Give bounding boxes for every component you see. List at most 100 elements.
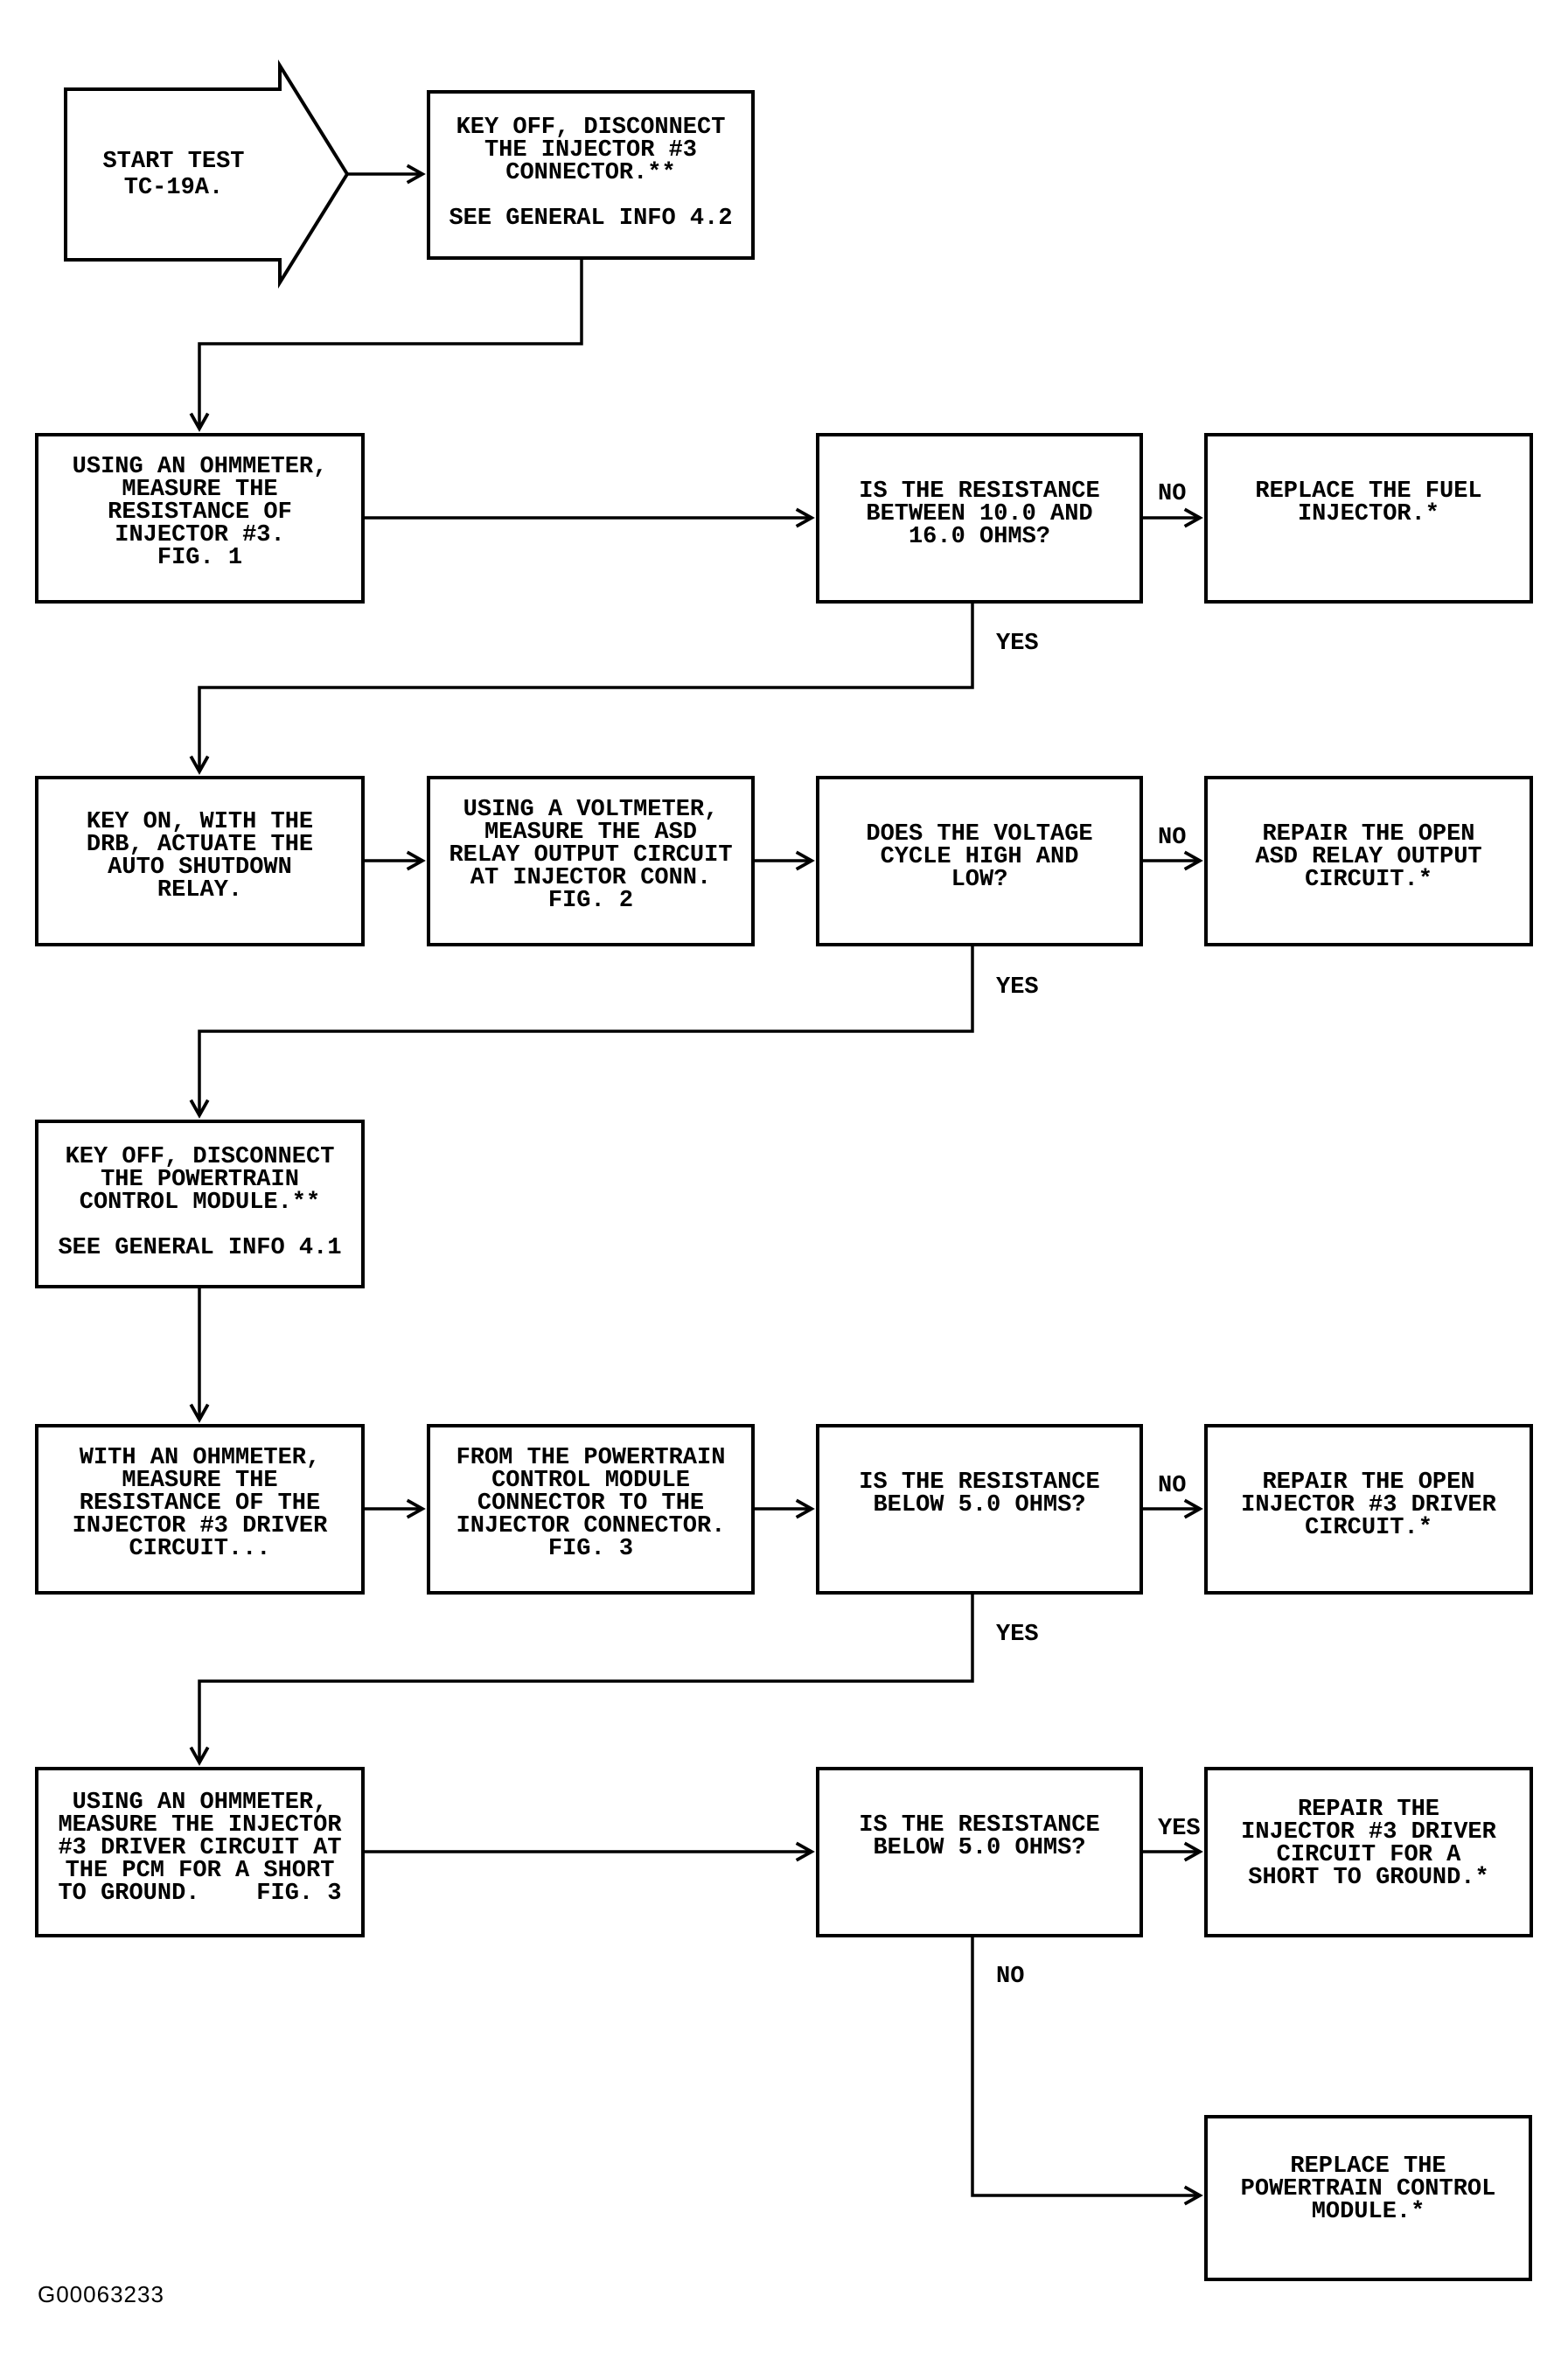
text-line: KEY OFF, DISCONNECT xyxy=(65,1144,335,1170)
text-line: FIG. 3 xyxy=(547,1536,634,1562)
text-line: DRB, ACTUATE THE xyxy=(86,832,314,858)
text-line: MEASURE THE INJECTOR xyxy=(58,1812,342,1839)
text-line: MEASURE THE ASD xyxy=(484,820,698,846)
text-line: TO GROUND. FIG. 3 xyxy=(58,1881,342,1907)
text-line: #3 DRIVER CIRCUIT AT xyxy=(58,1835,342,1861)
edge-label-yes-4: YES xyxy=(1156,1816,1202,1842)
text-line: BELOW 5.0 OHMS? xyxy=(873,1492,1086,1518)
text-line: FIG. 1 xyxy=(157,545,243,571)
text-line: FROM THE POWERTRAIN xyxy=(456,1445,726,1471)
text-line: RESISTANCE OF THE xyxy=(79,1490,321,1517)
text-line: BETWEEN 10.0 AND xyxy=(866,501,1093,527)
node-ohmmeter-short-to-ground: USING AN OHMMETER,MEASURE THE INJECTOR#3… xyxy=(35,1767,365,1937)
text-line: RELAY OUTPUT CIRCUIT xyxy=(449,842,733,869)
text-line: INJECTOR #3. xyxy=(115,522,285,548)
text-line: CIRCUIT.* xyxy=(1305,867,1432,893)
text-line: SEE GENERAL INFO 4.1 xyxy=(58,1235,342,1261)
text-line: DOES THE VOLTAGE xyxy=(866,821,1093,848)
text-line: INJECTOR #3 DRIVER xyxy=(1241,1492,1496,1518)
text-line xyxy=(430,185,751,207)
edge-label-no-3: NO xyxy=(1156,1473,1188,1499)
edge-keyoff-to-measure xyxy=(189,260,583,432)
text-line: IS THE RESISTANCE xyxy=(859,478,1100,505)
text-line: KEY OFF, DISCONNECT xyxy=(456,115,726,141)
text-line: 16.0 OHMS? xyxy=(908,524,1051,550)
text-line: CYCLE HIGH AND xyxy=(880,844,1079,870)
edge-decision1-yes xyxy=(189,604,974,775)
edge-label-yes-3: YES xyxy=(994,1622,1041,1648)
text-line: REPLACE THE xyxy=(1290,2153,1446,2180)
text-line: USING AN OHMMETER, xyxy=(72,454,328,480)
text-line: MODULE.* xyxy=(1311,2199,1425,2225)
text-line: FIG. 2 xyxy=(547,888,634,914)
text-line: CONNECTOR TO THE xyxy=(477,1490,705,1517)
text-line: RELAY. xyxy=(157,877,243,904)
text-line: USING A VOLTMETER, xyxy=(463,797,719,823)
text-line: INJECTOR #3 DRIVER xyxy=(1241,1819,1496,1846)
text-line: MEASURE THE xyxy=(122,477,278,503)
figure-code: G00063233 xyxy=(38,2281,164,2307)
text-line: POWERTRAIN CONTROL xyxy=(1240,2176,1496,2202)
text-line: REPAIR THE xyxy=(1297,1797,1440,1823)
text-line: REPAIR THE OPEN xyxy=(1262,821,1475,848)
text-line: INJECTOR.* xyxy=(1297,501,1440,527)
text-line: AT INJECTOR CONN. xyxy=(470,865,712,891)
text-line: KEY ON, WITH THE xyxy=(86,809,314,835)
text-line: USING AN OHMMETER, xyxy=(72,1790,328,1816)
text-line: SHORT TO GROUND.* xyxy=(1248,1865,1489,1891)
text-line: RESISTANCE OF xyxy=(108,499,292,526)
edge-label-yes-1: YES xyxy=(994,631,1041,657)
edge-label-no-1: NO xyxy=(1156,481,1188,507)
text-line: CIRCUIT.* xyxy=(1305,1515,1432,1541)
text-line: THE POWERTRAIN xyxy=(101,1167,299,1193)
text-line: WITH AN OHMMETER, xyxy=(79,1445,321,1471)
text-line: REPAIR THE OPEN xyxy=(1262,1469,1475,1496)
text-line: LOW? xyxy=(951,867,1008,893)
edge-decision4-no xyxy=(971,1937,1203,2206)
text-line: CIRCUIT... xyxy=(129,1536,271,1562)
text-line: TC-19A. xyxy=(123,174,224,201)
text-line: AUTO SHUTDOWN xyxy=(108,855,292,881)
edge-label-no-2: NO xyxy=(1156,825,1188,851)
text-line: MEASURE THE xyxy=(122,1468,278,1494)
text-line: CONNECTOR.** xyxy=(505,160,676,186)
text-line: CIRCUIT FOR A xyxy=(1276,1842,1461,1868)
text-line: INJECTOR #3 DRIVER xyxy=(72,1513,328,1539)
edge-label-no-4: NO xyxy=(994,1964,1027,1990)
text-line: IS THE RESISTANCE xyxy=(859,1812,1100,1839)
text-line: CONTROL MODULE xyxy=(491,1468,690,1494)
text-line: THE INJECTOR #3 xyxy=(484,137,698,164)
edge-decision3-yes xyxy=(189,1595,974,1766)
text-line: BELOW 5.0 OHMS? xyxy=(873,1835,1086,1861)
edge-label-yes-2: YES xyxy=(994,974,1041,1001)
text-line: CONTROL MODULE.** xyxy=(79,1190,321,1216)
text-line: IS THE RESISTANCE xyxy=(859,1469,1100,1496)
text-line: ASD RELAY OUTPUT xyxy=(1255,844,1482,870)
text-line: THE PCM FOR A SHORT xyxy=(65,1858,335,1884)
text-line: START TEST xyxy=(102,148,245,175)
start-arrow-shape xyxy=(64,59,350,290)
text-line: REPLACE THE FUEL xyxy=(1255,478,1482,505)
text-line xyxy=(38,1214,361,1237)
text-line: SEE GENERAL INFO 4.2 xyxy=(449,206,733,232)
text-line: INJECTOR CONNECTOR. xyxy=(456,1513,726,1539)
